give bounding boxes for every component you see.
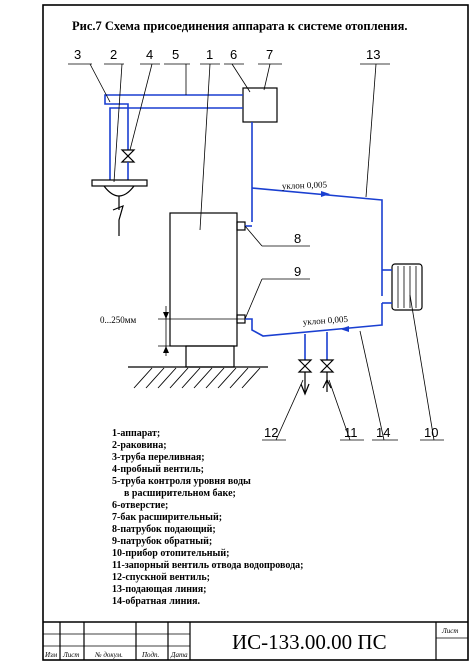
sheet-frame bbox=[42, 4, 469, 661]
heating-device bbox=[382, 263, 423, 311]
legend-item: в расширительном баке; bbox=[124, 488, 236, 499]
expansion-tank bbox=[242, 87, 278, 123]
legend-item: 5-труба контроля уровня воды bbox=[112, 476, 251, 487]
dimension-label: 0...250мм bbox=[100, 315, 136, 325]
stamp-col-date: Дата bbox=[170, 651, 188, 659]
ground-hatch bbox=[128, 366, 268, 389]
legend-item: 4-пробный вентиль; bbox=[112, 464, 204, 475]
drain-valve bbox=[297, 359, 313, 373]
stamp-col-list: Лист bbox=[62, 651, 79, 659]
callout-3: 3 bbox=[74, 47, 81, 62]
stamp-sheet-label: Лист bbox=[441, 627, 458, 635]
callout-leaders bbox=[68, 63, 444, 441]
diagram-title: Рис.7 Схема присоединения аппарата к сис… bbox=[72, 19, 407, 33]
stamp-designation: ИС-133.00.00 ПС bbox=[232, 630, 387, 654]
stamp-col-doc: № докум. bbox=[94, 651, 123, 659]
legend-item: 14-обратная линия. bbox=[112, 596, 201, 607]
callout-7: 7 bbox=[266, 47, 273, 62]
legend: 1-аппарат; 2-раковина; 3-труба переливна… bbox=[112, 428, 303, 607]
callout-1: 1 bbox=[206, 47, 213, 62]
supply-nozzle bbox=[236, 221, 246, 231]
level-dimension bbox=[158, 306, 245, 356]
legend-item: 12-спускной вентиль; bbox=[112, 572, 210, 583]
legend-item: 2-раковина; bbox=[112, 440, 167, 451]
callout-10: 10 bbox=[424, 425, 438, 440]
slope-lower-label: уклон 0,005 bbox=[302, 314, 348, 327]
legend-item: 1-аппарат; bbox=[112, 428, 160, 439]
callout-6: 6 bbox=[230, 47, 237, 62]
title-block bbox=[43, 621, 468, 660]
apparatus-base bbox=[185, 345, 235, 368]
callout-5: 5 bbox=[172, 47, 179, 62]
callout-14: 14 bbox=[376, 425, 390, 440]
callout-2: 2 bbox=[110, 47, 117, 62]
callout-12: 12 bbox=[264, 425, 278, 440]
legend-item: 9-патрубок обратный; bbox=[112, 536, 212, 547]
legend-item: 8-патрубок подающий; bbox=[112, 524, 216, 535]
shutoff-valve bbox=[319, 359, 335, 373]
supply-line bbox=[251, 187, 383, 296]
stamp-col-izm: Изм bbox=[44, 651, 58, 659]
callout-4: 4 bbox=[146, 47, 153, 62]
legend-item: 10-прибор отопительный; bbox=[112, 548, 229, 559]
legend-item: 11-запорный вентиль отвода водопровода; bbox=[112, 560, 303, 571]
legend-item: 3-труба переливная; bbox=[112, 452, 205, 463]
slope-upper-label: уклон 0,005 bbox=[282, 179, 328, 191]
legend-item: 7-бак расширительный; bbox=[112, 512, 222, 523]
apparatus-body bbox=[169, 212, 238, 347]
level-control-pipe bbox=[104, 94, 243, 150]
callout-9: 9 bbox=[294, 264, 301, 279]
stamp-col-sign: Подп. bbox=[141, 651, 160, 659]
overflow-pipe bbox=[109, 107, 243, 180]
callout-13: 13 bbox=[366, 47, 380, 62]
test-valve bbox=[120, 149, 136, 163]
legend-item: 13-подающая линия; bbox=[112, 584, 207, 595]
drain-branch-pipe bbox=[304, 332, 328, 360]
callout-11: 11 bbox=[344, 425, 358, 440]
legend-item: 6-отверстие; bbox=[112, 500, 168, 511]
sink bbox=[91, 179, 148, 236]
callout-8: 8 bbox=[294, 231, 301, 246]
return-line bbox=[245, 303, 383, 337]
